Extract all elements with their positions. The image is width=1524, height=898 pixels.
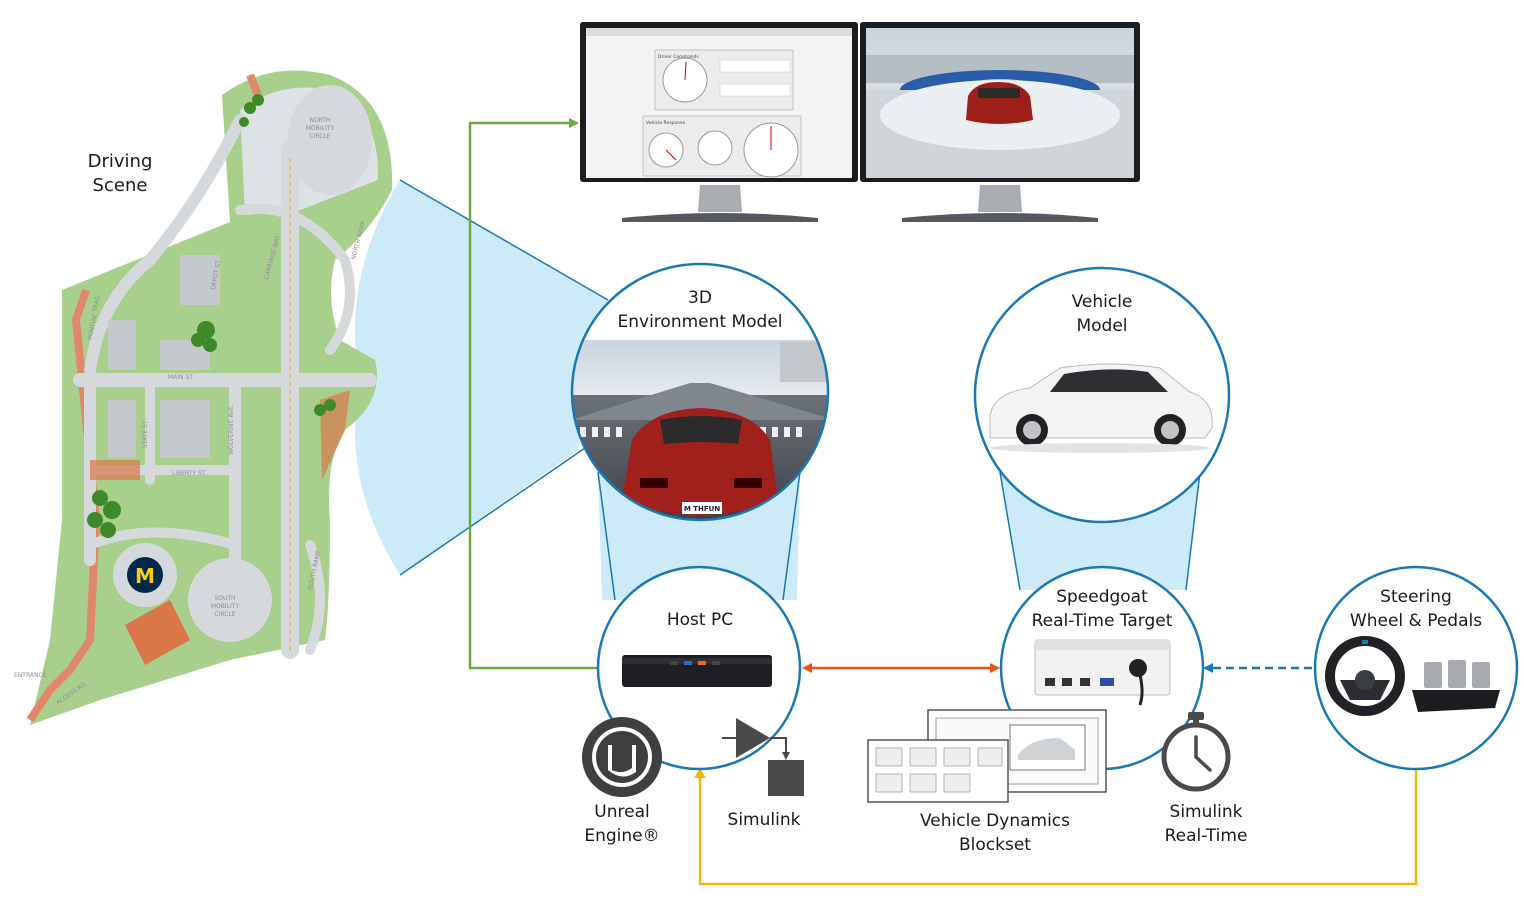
map-m-logo: M (135, 564, 155, 588)
green-arrow (468, 118, 598, 670)
map-label-north-3: CIRCLE (309, 133, 330, 140)
stopwatch-icon (1161, 712, 1231, 792)
map-label-liberty-st: LIBERTY ST. (172, 470, 207, 477)
label-unreal: Unreal Engine® (584, 802, 660, 846)
screen-driver-commands: Driver Commands (658, 54, 699, 60)
label-host-pc: Host PC (666, 610, 734, 630)
label-env-model: 3D Environment Model (617, 288, 783, 332)
host-pc-circle (596, 565, 802, 771)
unreal-engine-icon (582, 717, 662, 797)
steering-wheel-icon (1325, 636, 1405, 716)
simulink-icon (722, 718, 804, 796)
label-driving-scene: Driving Scene (87, 151, 153, 196)
host-pc-icon (622, 655, 772, 687)
map-label-main-st: MAIN ST. (168, 374, 194, 381)
steering-circle (1313, 565, 1519, 771)
speedgoat-icon (1034, 639, 1171, 706)
map-label-north-1: NORTH (309, 117, 330, 124)
label-speedgoat: Speedgoat Real-Time Target (1031, 587, 1173, 631)
map-label-south-3: CIRCLE (214, 611, 235, 618)
screen-vehicle-response: Vehicle Response (646, 120, 685, 126)
driving-scene-map: M NORTH MOBILITY CIRCLE SOUTH MOBILITY C… (14, 70, 609, 725)
white-car-icon (989, 363, 1213, 453)
map-label-south-2: MOBILITY (211, 603, 240, 610)
map-label-state-st: STATE ST. (142, 419, 149, 448)
red-car-icon: M THFUN (622, 408, 778, 515)
vehicle-model-circle (973, 266, 1231, 524)
yellow-arrow (698, 770, 1418, 886)
map-label-entrance: ENTRANCE (14, 672, 47, 679)
pedals-icon (1412, 660, 1500, 712)
label-vdb: Vehicle Dynamics Blockset (919, 811, 1071, 855)
vehicle-dynamics-blockset-icon (867, 709, 1107, 803)
car-plate-text: M THFUN (684, 505, 721, 513)
map-label-wolverine: WOLVERINE AVE. (228, 404, 235, 455)
map-zoom-cone (355, 180, 608, 575)
label-simulink: Simulink (727, 810, 801, 830)
map-label-south-1: SOUTH (214, 595, 235, 602)
label-steering: Steering Wheel & Pedals (1349, 587, 1483, 631)
monitor-icon: Driver Commands Vehicle Response (580, 22, 1140, 222)
label-slrt: Simulink Real-Time (1164, 802, 1248, 846)
map-label-north-2: MOBILITY (306, 125, 335, 132)
label-vehicle-model: Vehicle Model (1071, 292, 1133, 336)
